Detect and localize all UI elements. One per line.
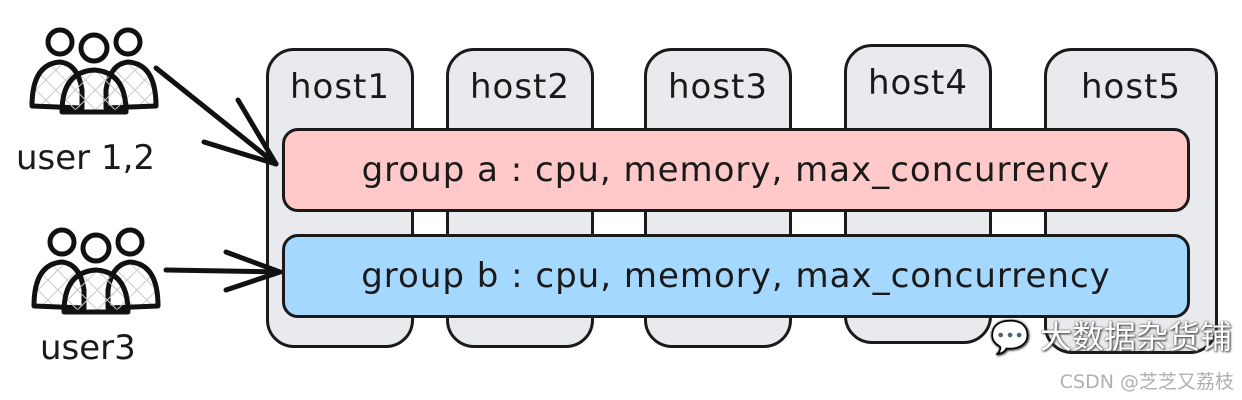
user-label: user 1,2 <box>16 138 156 178</box>
host-label: host3 <box>667 67 769 107</box>
users-group-icon <box>31 227 161 315</box>
arrow-user3-to-group-b <box>163 249 283 293</box>
host-label: host1 <box>289 67 391 107</box>
group-b-label: group b : cpu, memory, max_concurrency <box>361 256 1111 296</box>
host-label: host5 <box>1080 67 1182 107</box>
arrow-user12-to-group-a <box>153 65 279 167</box>
user-label: user3 <box>40 328 136 368</box>
wechat-watermark: 💬 大数据杂货铺 <box>990 312 1232 358</box>
group-b-box: group b : cpu, memory, max_concurrency <box>282 234 1190 318</box>
wechat-watermark-text: 大数据杂货铺 <box>1040 318 1233 356</box>
host-label: host2 <box>469 67 571 107</box>
users-group-icon <box>29 27 159 115</box>
wechat-icon: 💬 <box>990 318 1030 356</box>
host-label: host4 <box>867 63 969 103</box>
csdn-watermark: CSDN @芝芝又荔枝 <box>1059 371 1234 393</box>
group-a-label: group a : cpu, memory, max_concurrency <box>361 150 1111 190</box>
group-a-box: group a : cpu, memory, max_concurrency <box>282 128 1190 212</box>
